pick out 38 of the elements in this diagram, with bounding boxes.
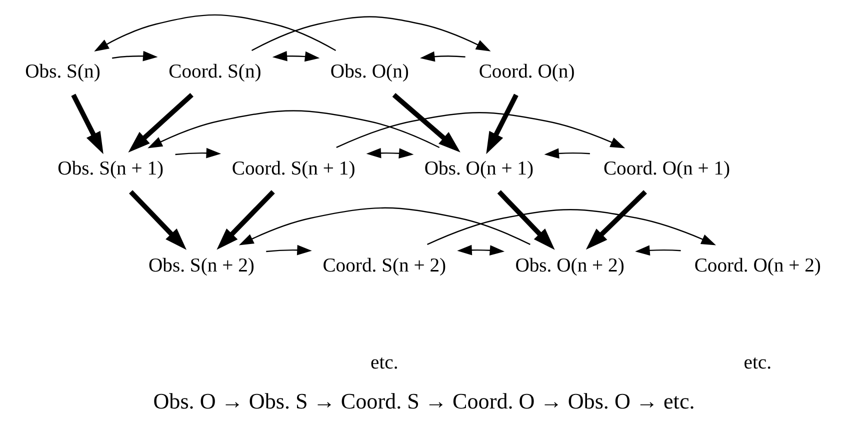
arrow	[544, 148, 590, 158]
arrow	[427, 208, 716, 245]
node-text: Coord. S(n + 2)	[322, 254, 446, 276]
node-text: Obs. O(n)	[330, 60, 409, 82]
arrow	[266, 244, 312, 255]
node-text: Coord. O(n + 1)	[603, 156, 730, 179]
node-text: Obs. O(n + 1)	[424, 156, 534, 179]
node-text: Coord. O(n + 2)	[694, 254, 821, 276]
arrow	[112, 50, 158, 61]
node-text: Coord. S(n + 1)	[232, 156, 356, 179]
arrow	[148, 110, 440, 148]
arrow	[635, 244, 681, 256]
arrow	[71, 93, 104, 154]
node-text: Coord. O(n)	[478, 60, 575, 82]
arrow	[129, 190, 187, 250]
arrow	[216, 190, 275, 250]
arrow	[272, 50, 320, 62]
label: etc.	[370, 350, 398, 373]
arrow	[175, 147, 222, 158]
arrow	[128, 92, 194, 152]
caption: Obs. O → Obs. S → Coord. S → Coord. O → Obs. O → etc.	[153, 388, 695, 413]
label: etc.	[744, 350, 772, 373]
arrow	[497, 190, 555, 250]
arrow	[251, 16, 491, 51]
arrow	[366, 147, 414, 158]
arrow	[94, 14, 336, 51]
node-text: Obs. S(n + 2)	[148, 254, 254, 276]
arrow	[420, 50, 466, 62]
arrow	[457, 244, 505, 255]
arrow	[238, 206, 530, 245]
node-text: Obs. O(n + 2)	[515, 254, 624, 276]
node-text: Coord. S(n)	[168, 60, 262, 82]
arrow	[392, 92, 460, 152]
arrow	[336, 112, 626, 148]
arrow	[486, 93, 518, 154]
node-text: Obs. S(n + 1)	[58, 156, 164, 179]
node-text: Obs. S(n)	[25, 60, 100, 82]
arrow	[586, 190, 647, 250]
